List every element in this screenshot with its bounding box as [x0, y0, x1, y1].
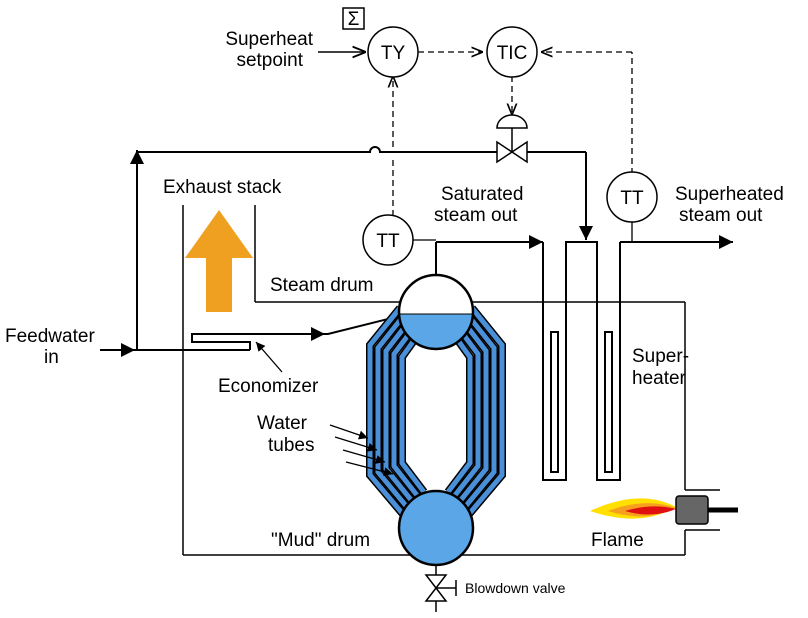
- tt-left-label: TT: [376, 231, 400, 252]
- mud-drum-label: "Mud" drum: [271, 530, 370, 551]
- tt-right-bubble: [606, 171, 658, 223]
- superheater-label-2: heater: [632, 368, 687, 389]
- exhaust-arrow: [185, 210, 253, 312]
- tt-right-label: TT: [620, 188, 644, 209]
- sigma-box: [342, 7, 365, 30]
- saturated-steam-line: [435, 235, 543, 275]
- label-leaders: [255, 341, 394, 477]
- saturated-steam-label-1: Saturated: [441, 184, 523, 205]
- feedwater-label-1: Feedwater: [5, 326, 95, 347]
- feedwater-label-2: in: [44, 347, 59, 368]
- water-tubes-label-2: tubes: [268, 435, 314, 456]
- superheat-setpoint-label-2: setpoint: [236, 50, 303, 71]
- saturated-steam-label-2: steam out: [434, 205, 518, 226]
- superheater-tubes: [542, 241, 621, 481]
- steam-drum-label: Steam drum: [270, 275, 373, 296]
- mud-drum: [397, 489, 475, 567]
- tic-bubble: [486, 26, 538, 78]
- superheater-label-1: Super-: [632, 346, 689, 367]
- blowdown-valve: [424, 565, 457, 612]
- spray-water-line: [137, 146, 593, 240]
- superheated-steam-label-2: steam out: [679, 205, 763, 226]
- water-tubes: [366, 305, 506, 523]
- superheat-setpoint-label-1: Superheat: [225, 29, 313, 50]
- ty-label: TY: [381, 43, 406, 64]
- economizer: [191, 315, 401, 350]
- furnace-enclosure: [182, 205, 720, 556]
- sigma-symbol: Σ: [348, 9, 360, 30]
- exhaust-stack-label: Exhaust stack: [163, 177, 282, 198]
- blowdown-valve-label: Blowdown valve: [465, 580, 566, 596]
- tic-label: TIC: [497, 43, 528, 64]
- water-tubes-label-1: Water: [257, 413, 308, 434]
- feedwater-line: [100, 150, 250, 357]
- economizer-label: Economizer: [218, 376, 319, 397]
- signal-lines: [393, 52, 633, 216]
- control-valve: [496, 114, 528, 164]
- superheated-steam-label-1: Superheated: [675, 184, 784, 205]
- burner: [590, 495, 738, 525]
- flame-label: Flame: [591, 530, 644, 551]
- ty-bubble: [367, 26, 419, 78]
